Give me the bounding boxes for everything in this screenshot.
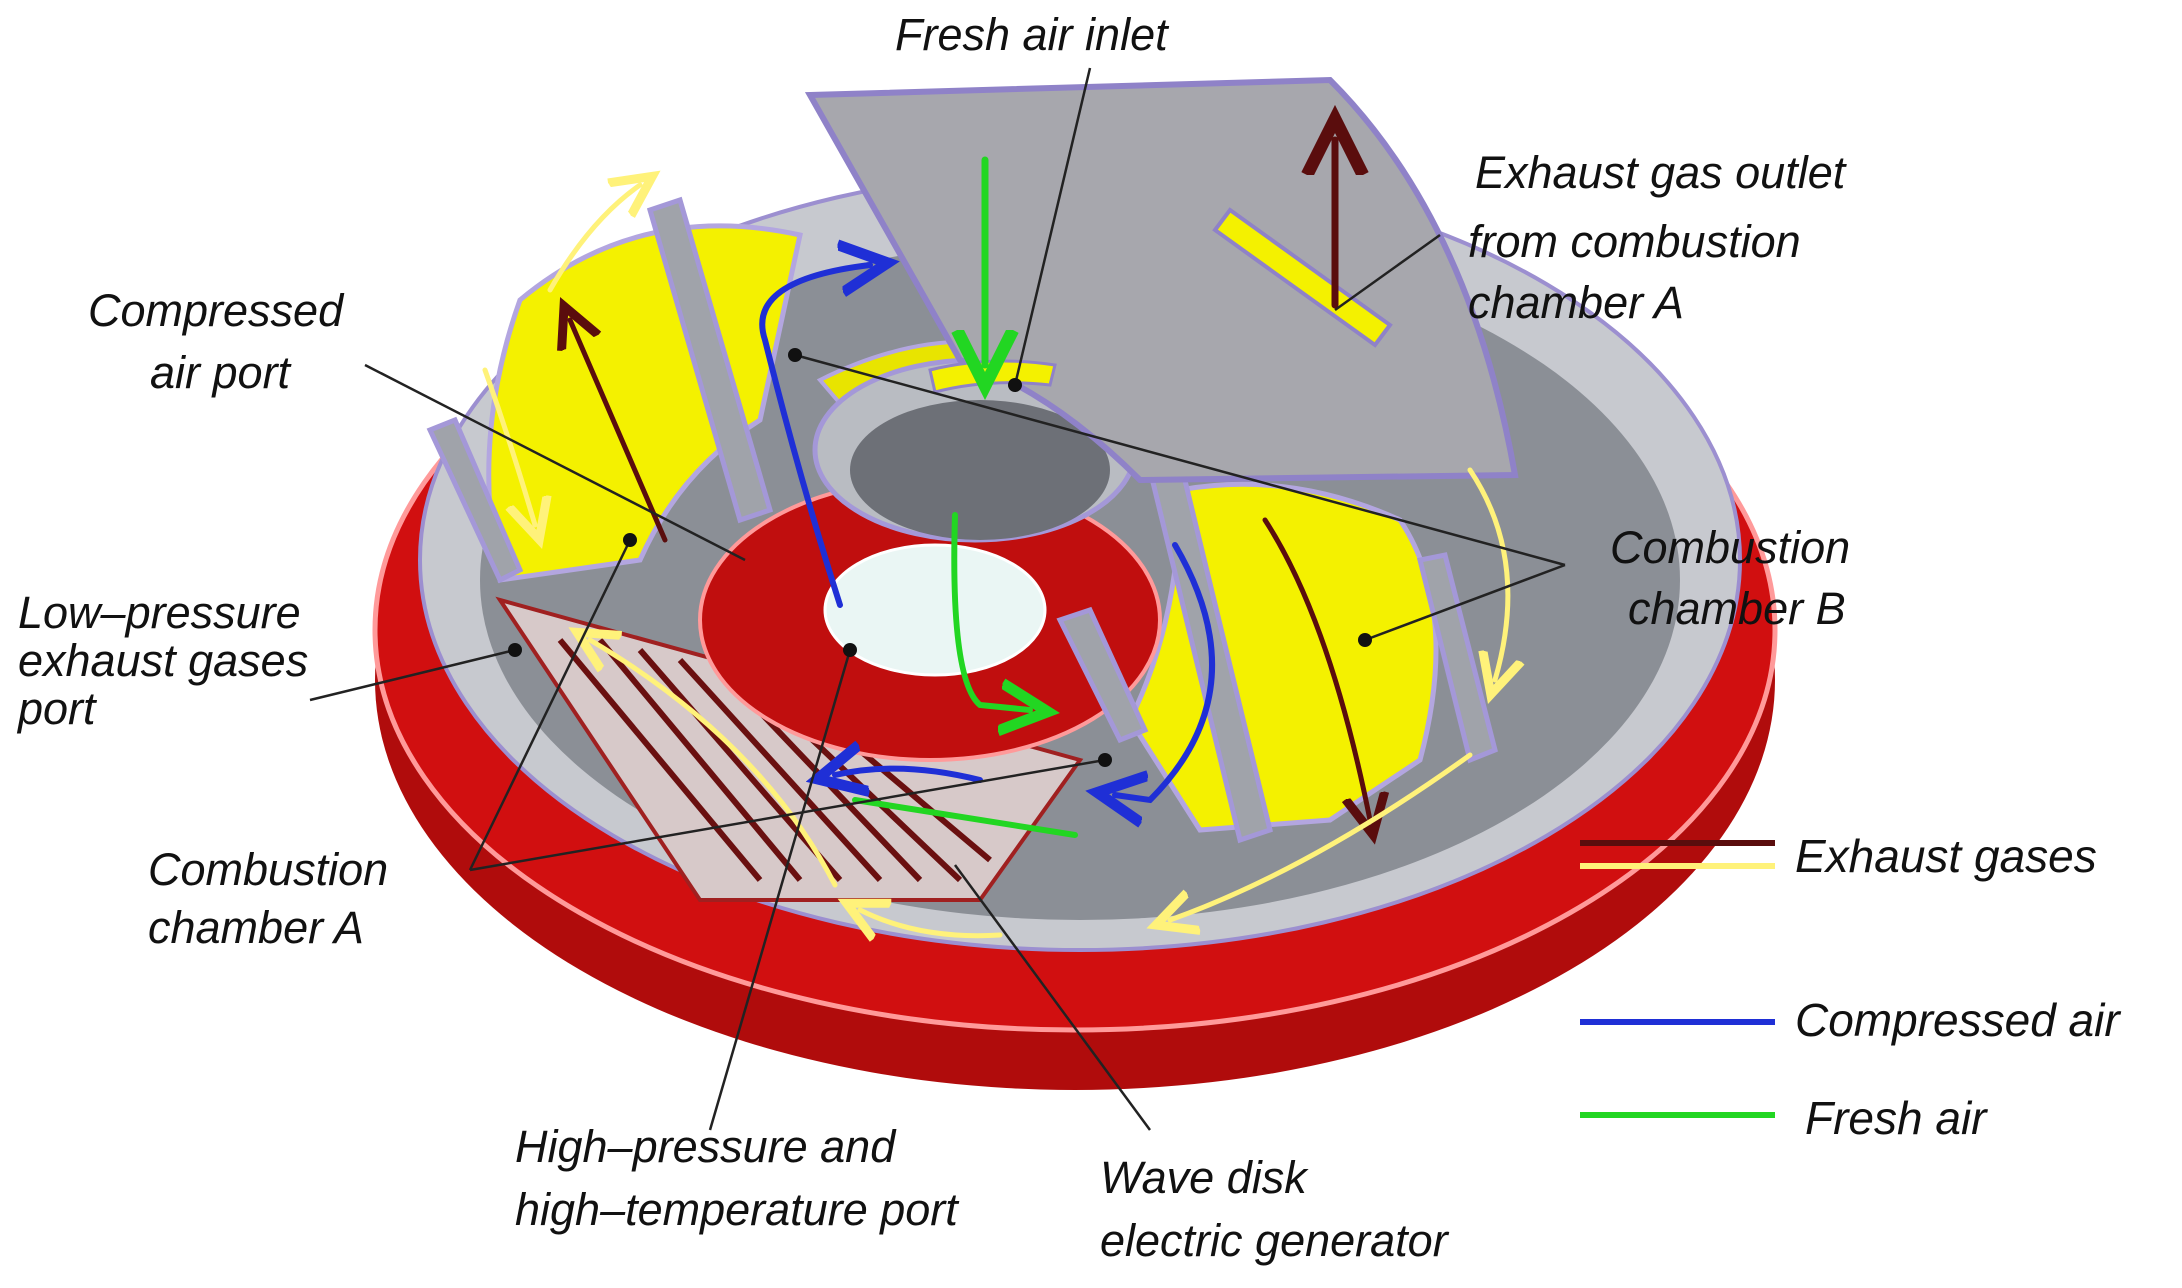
compressed-air-arrow	[835, 769, 983, 780]
exhaust-flow-arrow	[590, 640, 838, 888]
fresh-air-arrow	[951, 512, 1030, 710]
exhaust-flow-arrow	[1467, 467, 1508, 680]
label-wave-disk-line2: electric generator	[1100, 1215, 1450, 1266]
legend-label-fresh-air: Fresh air	[1805, 1092, 1988, 1144]
label-low-pressure-line1: Low–pressure	[18, 587, 301, 638]
label-compressed-air-port-line2: air port	[150, 347, 293, 398]
legend-item-compressed-air: Compressed air	[1580, 994, 2121, 1046]
label-high-pressure-line1: High–pressure and	[515, 1121, 897, 1172]
label-low-pressure-line2: exhaust gases	[18, 635, 308, 686]
exhaust-flow-arrow	[482, 367, 535, 525]
compressed-air-arrow	[759, 265, 870, 608]
label-wave-disk-line1: Wave disk	[1100, 1152, 1309, 1203]
label-combustion-b-line2: chamber B	[1628, 583, 1846, 634]
label-compressed-air-port-line1: Compressed	[88, 285, 345, 336]
exhaust-flow-arrow	[860, 910, 1003, 936]
flow-arrows	[482, 140, 1508, 936]
label-fresh-air-inlet: Fresh air inlet	[895, 9, 1170, 60]
callout-labels: Fresh air inlet Exhaust gas outlet from …	[16, 9, 1850, 1266]
label-combustion-b-line1: Combustion	[1610, 522, 1850, 573]
legend-item-exhaust: Exhaust gases	[1580, 830, 2097, 882]
exhaust-flow-arrow	[570, 320, 668, 543]
legend: Exhaust gases Compressed air Fresh air	[1580, 830, 2121, 1144]
label-combustion-a-line2: chamber A	[148, 902, 364, 953]
legend-item-fresh-air: Fresh air	[1580, 1092, 1988, 1144]
label-low-pressure-line3: port	[16, 683, 98, 734]
compressed-air-arrow	[1115, 542, 1216, 800]
wave-disk-device	[372, 76, 1778, 1090]
label-exhaust-outlet-line1: Exhaust gas outlet	[1475, 147, 1848, 198]
legend-label-exhaust: Exhaust gases	[1795, 830, 2097, 882]
legend-label-compressed-air: Compressed air	[1795, 994, 2121, 1046]
exhaust-flow-arrow	[1170, 752, 1473, 920]
label-exhaust-outlet-line3: chamber A	[1468, 277, 1684, 328]
exhaust-flow-arrow	[547, 185, 640, 293]
hub-opening	[823, 543, 1047, 677]
label-combustion-a-line1: Combustion	[148, 844, 388, 895]
exhaust-flow-arrow	[1262, 517, 1370, 820]
fresh-air-arrow	[852, 797, 1078, 838]
label-high-pressure-line2: high–temperature port	[515, 1184, 960, 1235]
leader-lines	[309, 67, 1566, 1131]
label-exhaust-outlet-line2: from combustion	[1468, 216, 1801, 267]
central-cylinder-inner	[850, 400, 1110, 540]
